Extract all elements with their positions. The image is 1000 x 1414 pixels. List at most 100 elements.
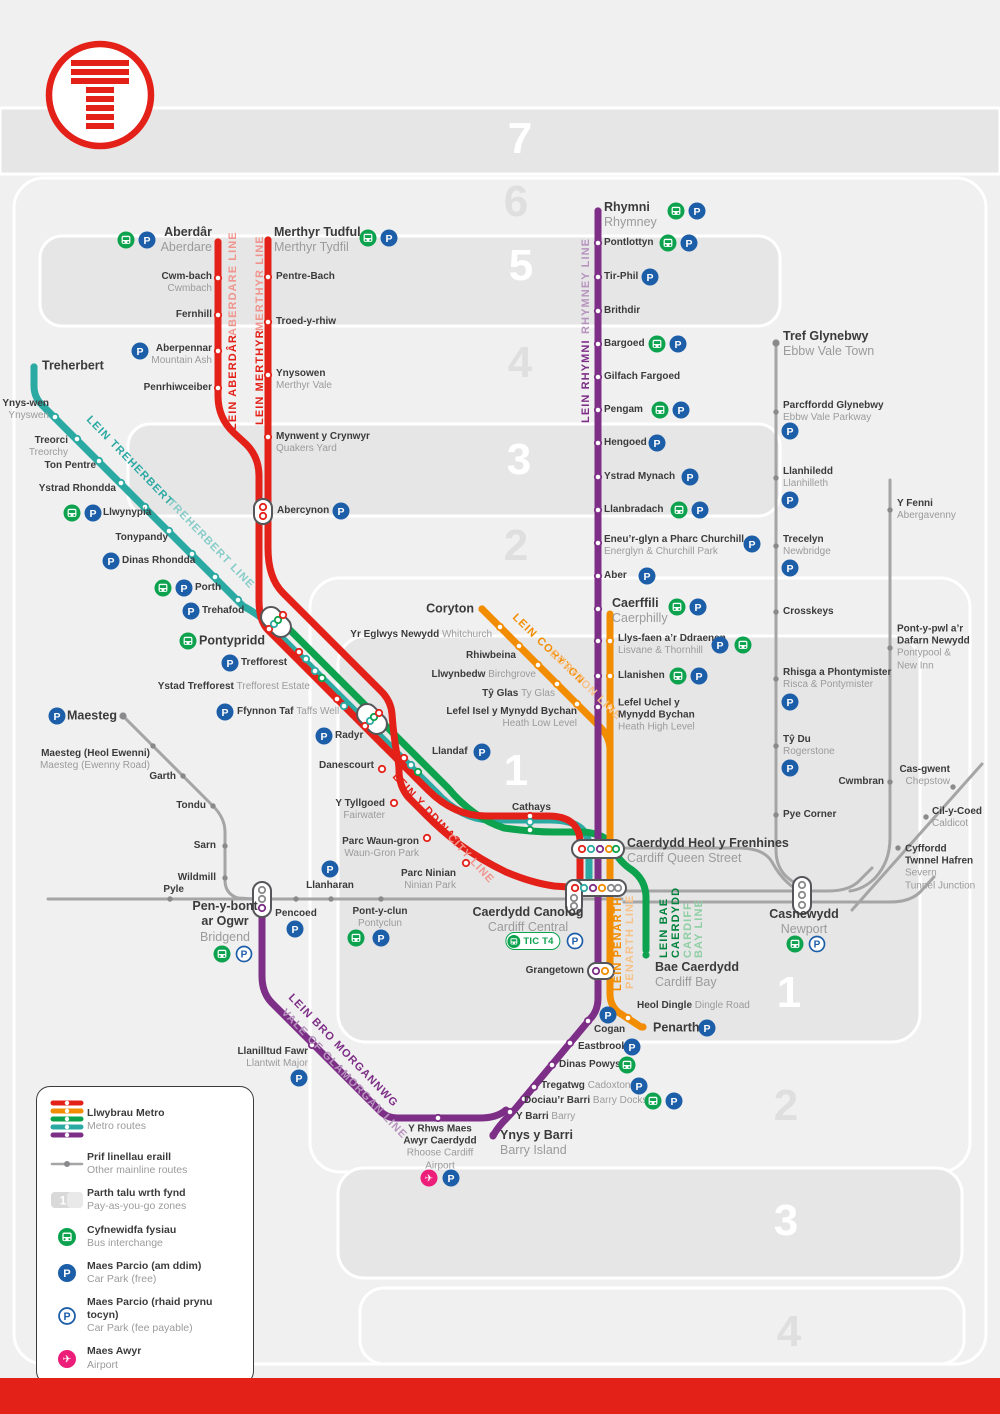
car-park-icon bbox=[287, 921, 304, 938]
station-dot bbox=[570, 883, 580, 893]
station-name: Dafarn Newydd bbox=[897, 635, 970, 647]
station-name: Fernhill bbox=[175, 308, 212, 320]
fare-zone-band bbox=[0, 106, 1000, 176]
station-subname: Barry Docks bbox=[592, 1094, 648, 1106]
station-dot bbox=[278, 610, 288, 620]
legend-item-carpark-fee: Maes Parcio (rhaid prynu tocyn)Car Park … bbox=[47, 1296, 243, 1335]
station-dot bbox=[593, 604, 603, 614]
station-dot bbox=[233, 595, 243, 605]
station-name: Ffynnon Taf bbox=[237, 705, 294, 717]
station-dot bbox=[593, 505, 603, 515]
station-label: Rhiwbeina bbox=[466, 650, 516, 662]
car-park-icon bbox=[322, 861, 339, 878]
station-dot bbox=[369, 712, 379, 722]
station-subname: Ebbw Vale Town bbox=[783, 344, 875, 358]
line-name-label: BAY LINE bbox=[693, 899, 705, 958]
car-park-icon bbox=[782, 694, 799, 711]
car-park-icon bbox=[692, 502, 709, 519]
station-subname: Mountain Ash bbox=[151, 355, 212, 366]
bus-interchange-icon bbox=[669, 599, 686, 616]
legend-sublabel: Pay-as-you-go zones bbox=[87, 1200, 187, 1213]
car-park-icon bbox=[712, 637, 729, 654]
station-name: Grangetown bbox=[525, 964, 584, 976]
station-dot bbox=[317, 673, 327, 683]
station-name: Llanishen bbox=[618, 669, 665, 681]
car-park-icon bbox=[691, 668, 708, 685]
station-name: Maesteg bbox=[66, 708, 117, 723]
station-name: Bargoed bbox=[604, 337, 645, 349]
station-dot bbox=[597, 883, 607, 893]
line-name-label: CAERDYDD bbox=[670, 887, 682, 958]
station-dot bbox=[461, 858, 471, 868]
footer-brand-bar bbox=[0, 1378, 1000, 1414]
station-name: Dinas Powys bbox=[559, 1058, 621, 1070]
car-park-icon bbox=[176, 580, 193, 597]
station-subname: Abergavenny bbox=[897, 510, 956, 521]
station-dots-layer bbox=[30, 207, 956, 1139]
station-label: Tŷ Glas Ty Glas bbox=[482, 688, 555, 700]
legend-sublabel: Airport bbox=[87, 1358, 118, 1371]
station-dot bbox=[94, 456, 104, 466]
bus-interchange-icon bbox=[660, 235, 677, 252]
station-name: Penrhiwceiber bbox=[143, 381, 212, 393]
car-park-icon bbox=[782, 560, 799, 577]
station-dot bbox=[210, 572, 220, 582]
bus-interchange-icon bbox=[735, 637, 752, 654]
car-park-icon bbox=[49, 708, 66, 725]
station-subname: Maesteg (Ewenny Road) bbox=[39, 760, 150, 771]
station-subname: Quakers Yard bbox=[276, 443, 337, 454]
car-park-icon bbox=[373, 930, 390, 947]
station-dot bbox=[605, 636, 615, 646]
car-park-fee-icon bbox=[47, 1307, 87, 1325]
station-label: Radyr bbox=[335, 730, 363, 742]
station-dot bbox=[895, 845, 901, 851]
station-name: Llanilltud Fawr bbox=[237, 1045, 308, 1057]
car-park-icon bbox=[782, 760, 799, 777]
station-label: Ystad Trefforest Trefforest Estate bbox=[158, 681, 310, 693]
station-name: Crosskeys bbox=[783, 605, 834, 617]
zone-number: 3 bbox=[773, 1196, 799, 1245]
car-park-icon bbox=[47, 1264, 87, 1282]
station-dot bbox=[519, 1094, 529, 1104]
fare-zone-band bbox=[336, 1166, 964, 1280]
station-name: Maesteg (Heol Ewenni) bbox=[41, 747, 150, 759]
station-dot bbox=[611, 844, 621, 854]
station-dot bbox=[773, 543, 779, 549]
station-dot bbox=[639, 1023, 647, 1031]
station-label: Brithdir bbox=[604, 305, 640, 317]
station-subname: Airport bbox=[425, 1160, 455, 1172]
mainline-east-b-path bbox=[622, 875, 936, 904]
station-name: Tŷ Du bbox=[783, 733, 811, 745]
station-label: Llanharan bbox=[306, 880, 354, 892]
bus-interchange-icon bbox=[649, 336, 666, 353]
station-name: Mynwent y Crynwyr bbox=[276, 430, 370, 442]
station-name: Pengam bbox=[604, 403, 643, 415]
station-label: Troed-y-rhiw bbox=[276, 316, 336, 328]
station-dot bbox=[593, 339, 603, 349]
station-name: Tondu bbox=[176, 799, 206, 811]
station-subname: Newbridge bbox=[783, 546, 831, 557]
station-dot bbox=[339, 701, 349, 711]
station-label: Pontlottyn bbox=[604, 237, 653, 249]
line-name-label: MERTHYR LINE bbox=[254, 235, 266, 331]
station-label: Y Barri Barry bbox=[516, 1111, 575, 1123]
station-name: Mynydd Bychan bbox=[618, 709, 695, 721]
car-park-icon bbox=[474, 744, 491, 761]
station-dot bbox=[950, 784, 956, 790]
bus-interchange-icon bbox=[180, 633, 197, 650]
station-label: Eastbrook bbox=[578, 1041, 627, 1053]
station-name: Pentre-Bach bbox=[276, 270, 335, 282]
station-subname: Ebbw Vale Parkway bbox=[783, 412, 872, 423]
bus-interchange-icon bbox=[787, 936, 804, 953]
zone-number: 4 bbox=[776, 1307, 802, 1356]
station-dot bbox=[593, 636, 603, 646]
